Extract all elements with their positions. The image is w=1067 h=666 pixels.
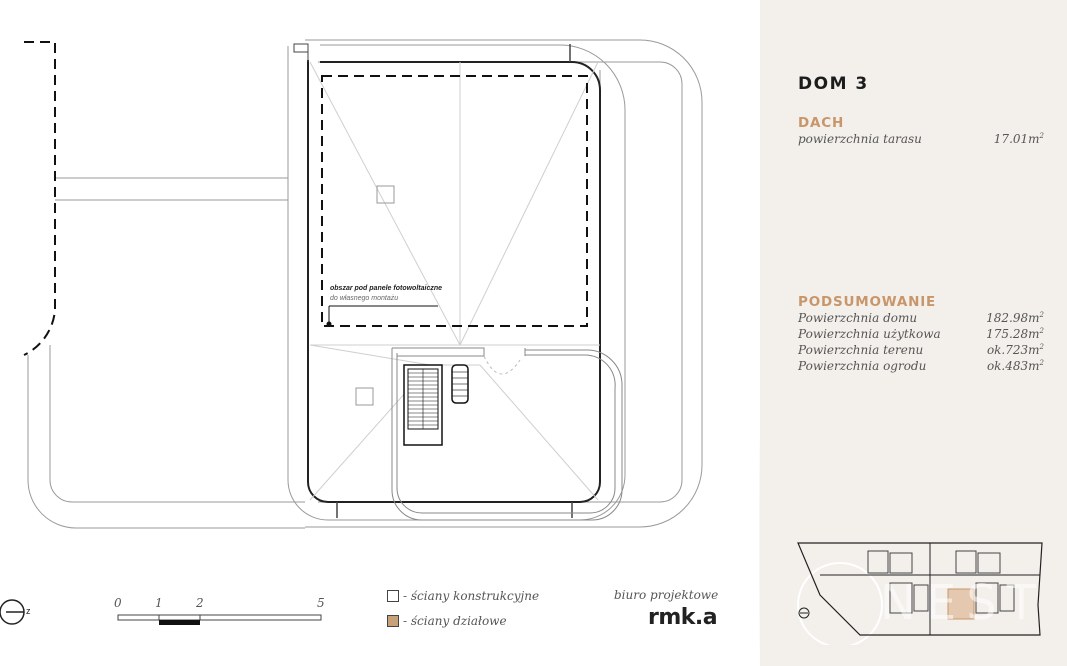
- row-label: Powierzchnia terenu: [798, 343, 924, 357]
- scale-tick-2: 2: [196, 596, 204, 610]
- house-title: DOM 3: [798, 74, 869, 94]
- pv-area-sublabel: do własnego montażu: [330, 295, 399, 302]
- summary-row-house: Powierzchnia domu 182.98m2: [798, 311, 1044, 325]
- brand-logo: rmk.a: [648, 605, 718, 630]
- row-label: powierzchnia tarasu: [798, 132, 922, 146]
- row-value: 17.01m2: [993, 132, 1044, 146]
- brand-caption: biuro projektowe: [614, 588, 719, 602]
- summary-section-title: PODSUMOWANIE: [798, 294, 937, 310]
- summary-row-usable: Powierzchnia użytkowa 175.28m2: [798, 327, 1044, 341]
- row-value: 175.28m2: [986, 327, 1044, 341]
- north-label: z: [26, 606, 31, 616]
- scale-tick-0: 0: [114, 596, 122, 610]
- summary-row-garden: Powierzchnia ogrodu ok.483m2: [798, 359, 1044, 373]
- scale-tick-1: 1: [155, 596, 163, 610]
- legend-swatch-partition: [387, 615, 399, 627]
- roof-section-title: DACH: [798, 115, 845, 131]
- scale-bar: [117, 614, 322, 625]
- row-label: Powierzchnia domu: [798, 311, 918, 325]
- legend-label-partition: - ściany działowe: [403, 614, 507, 628]
- row-label: Powierzchnia ogrodu: [798, 359, 927, 373]
- brand-watermark: NEST: [880, 575, 1047, 631]
- scale-tick-5: 5: [317, 596, 325, 610]
- row-value: ok.723m2: [986, 343, 1044, 357]
- site-key-plan: [797, 542, 1043, 645]
- north-arrow-icon: [0, 599, 25, 625]
- summary-row-site: Powierzchnia terenu ok.723m2: [798, 343, 1044, 357]
- legend-swatch-structural: [387, 590, 399, 602]
- pv-area-label: obszar pod panele fotowoltaiczne: [330, 285, 443, 292]
- legend-label-structural: - ściany konstrukcyjne: [403, 589, 540, 603]
- roof-plan-drawing: [0, 39, 703, 625]
- info-panel: [760, 0, 1067, 666]
- roof-row-terrace: powierzchnia tarasu 17.01m2: [798, 132, 1044, 146]
- row-value: ok.483m2: [986, 359, 1044, 373]
- row-value: 182.98m2: [986, 311, 1044, 325]
- row-label: Powierzchnia użytkowa: [798, 327, 941, 341]
